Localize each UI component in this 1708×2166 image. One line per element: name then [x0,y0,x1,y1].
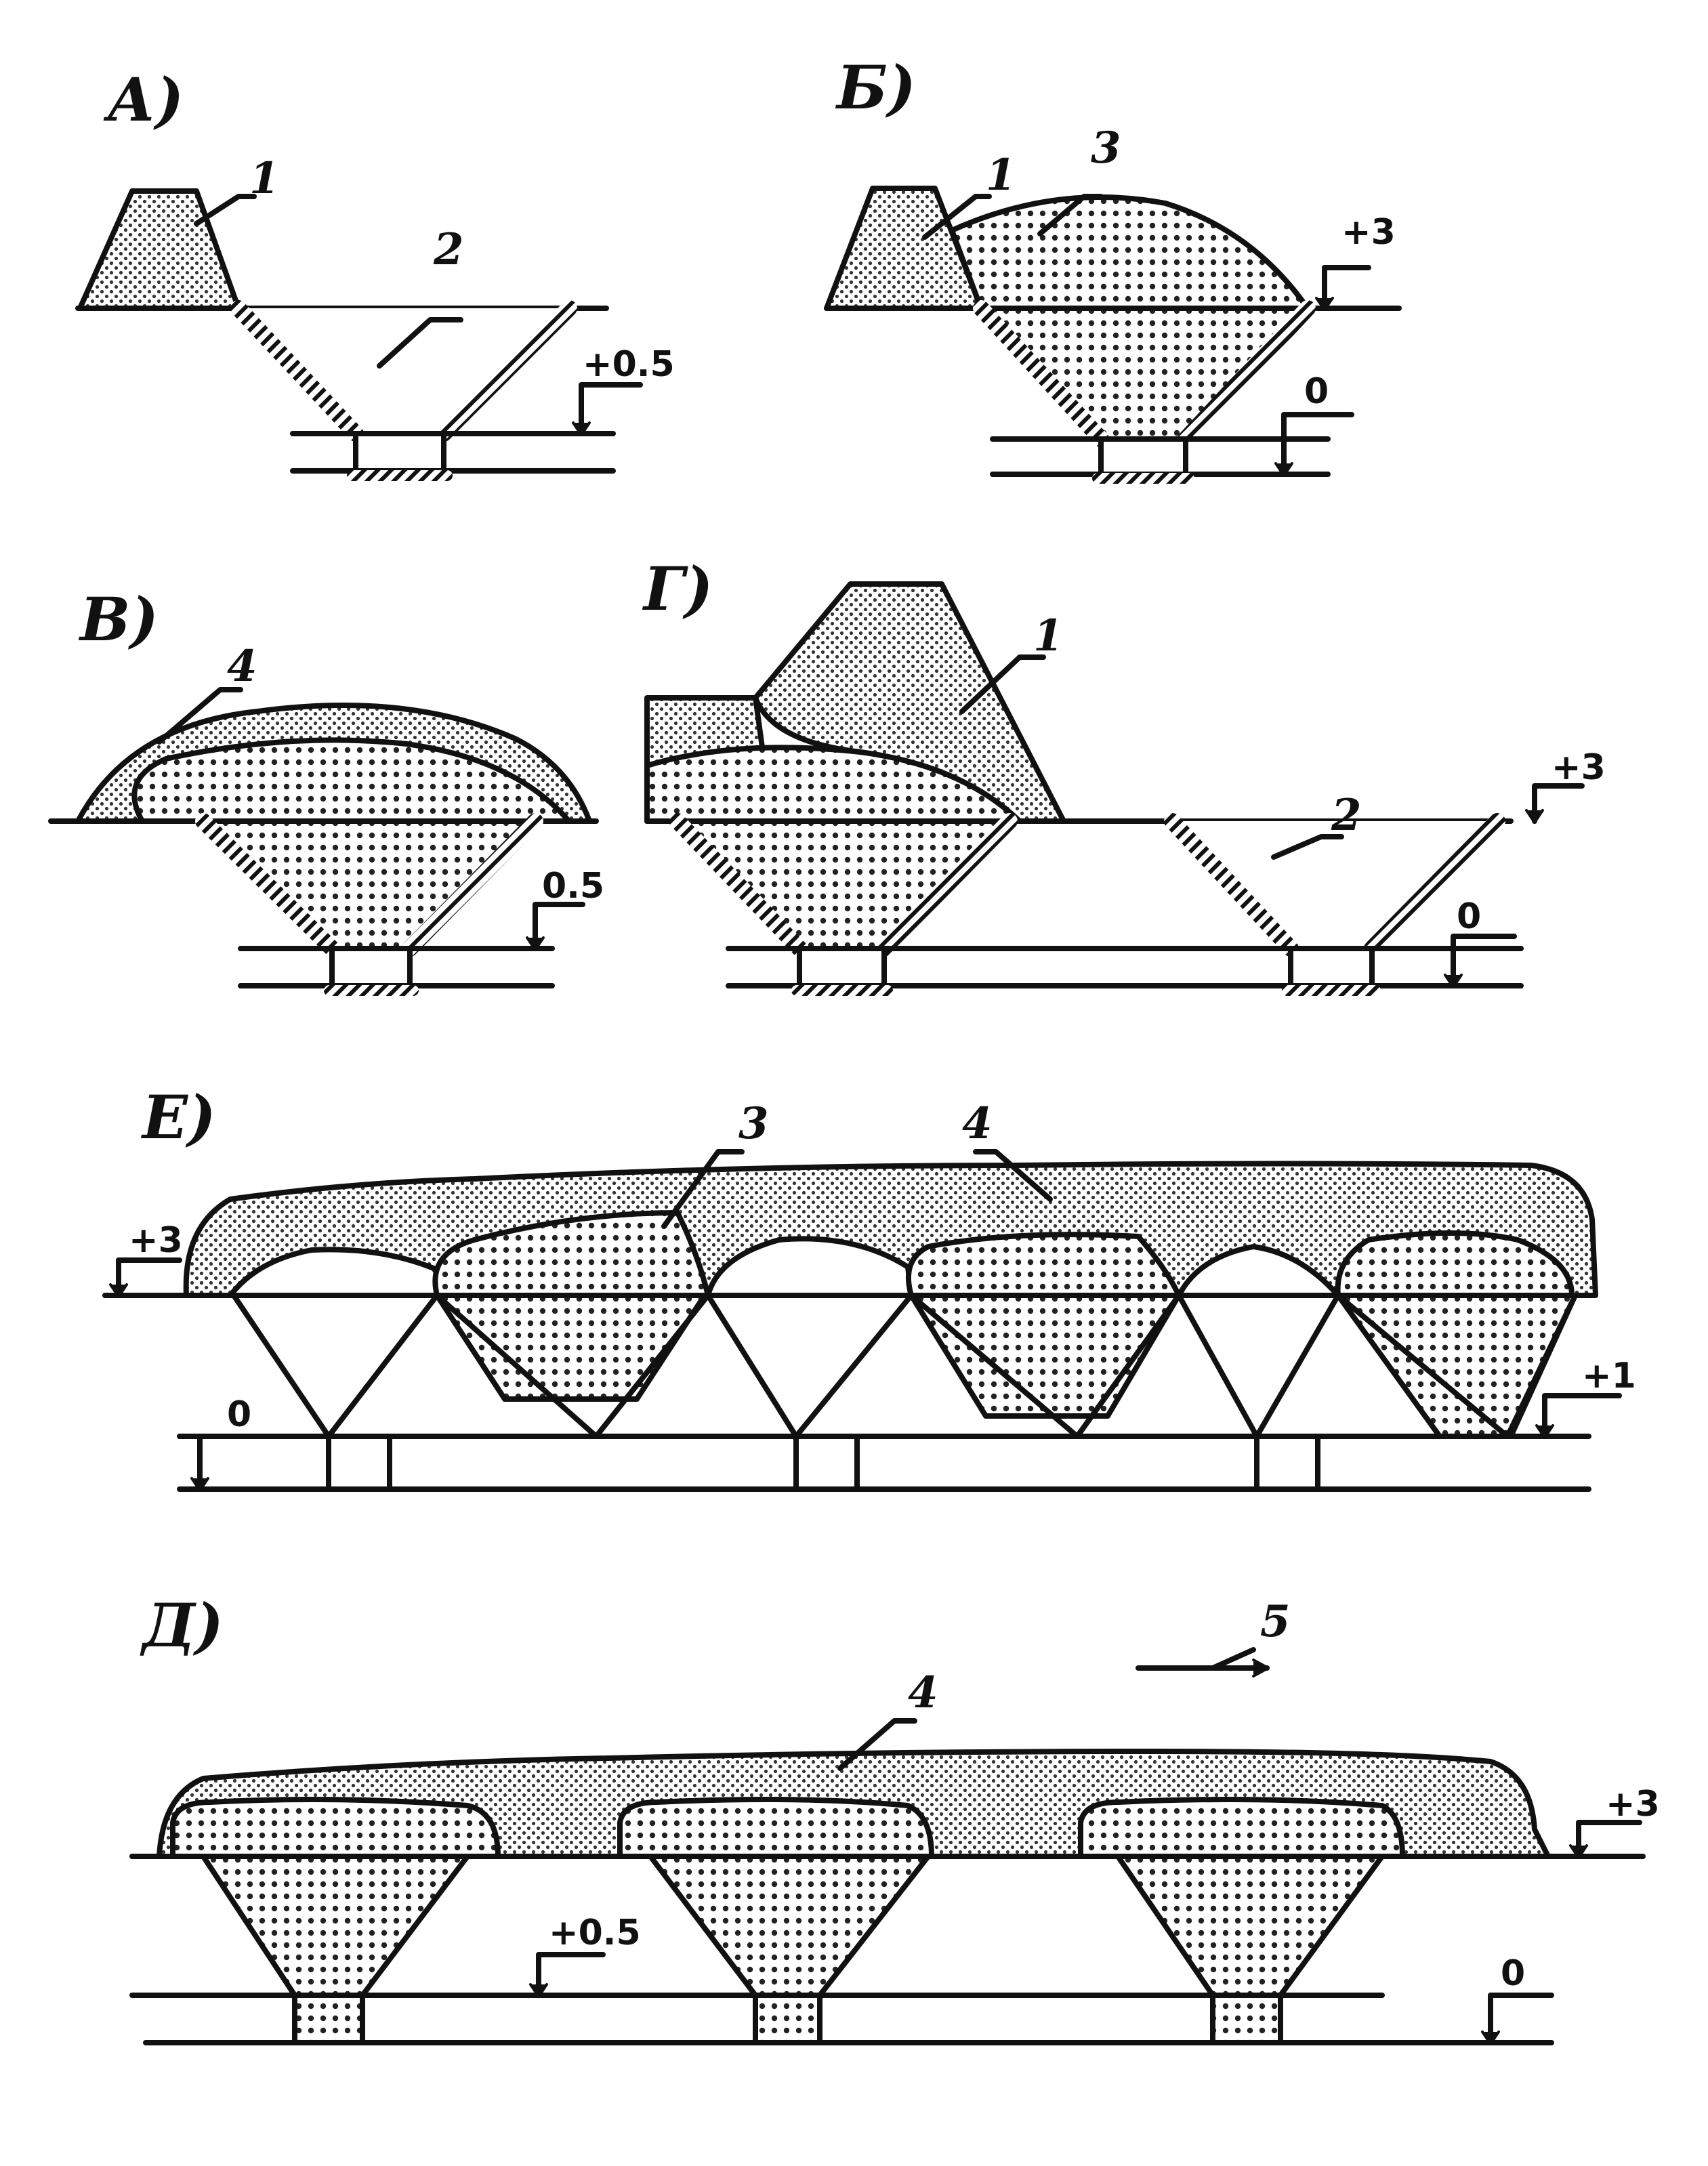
panel-v-callout-4: 4 [227,641,257,692]
elevation-mark [1488,1993,1554,2045]
mound-1 [228,1247,457,1298]
elevation-mark [579,382,643,436]
panel-e-elevation-top: +3 [129,1220,183,1261]
panel-a-elevation: +0.5 [583,344,675,385]
cap-3 [1078,1797,1405,1859]
panel-d-callout-5: 5 [1260,1596,1291,1647]
panel-b [824,186,1402,484]
pipe [1288,946,1375,988]
callout-leader [973,1149,1053,1202]
panel-d-elevation-mid: +0.5 [549,1913,641,1953]
callout-leader [837,1718,917,1771]
elevation-mark [1542,1393,1622,1439]
mound [949,194,1310,311]
pipe [793,1434,860,1492]
mound-6 [1335,1230,1575,1298]
callout-leader [157,687,243,745]
panel-d [129,1647,1646,2045]
pipe [1210,1993,1283,2045]
trench-fill-1 [201,1854,470,1998]
panel-g [644,581,1585,996]
panel-v [48,687,599,996]
panel-a [75,188,643,481]
panel-e-label: Е) [140,1082,216,1152]
panel-d-elevation-top: +3 [1606,1784,1660,1825]
cap-2 [617,1797,934,1859]
panel-e-elevation-right: +1 [1582,1356,1636,1396]
pipe [329,946,413,988]
pipe [753,1993,822,2045]
panel-d-callout-4: 4 [908,1667,938,1718]
panel-g-elevation-top: +3 [1551,747,1606,788]
callout-leader [959,654,1046,714]
panel-a-callout-1: 1 [249,153,280,204]
pipe [797,946,887,988]
callout-leader [1037,194,1104,236]
elevation-mark [1451,934,1517,988]
pipe [326,1434,392,1492]
panel-e [102,1149,1622,1492]
mound-2 [432,1210,711,1298]
callout-leader [922,194,992,240]
trench-fill-4 [909,1293,1182,1419]
elevation-mark [197,1434,280,1492]
panel-b-elevation-top: +3 [1341,212,1396,253]
labels: А) 1 2 +0.5 Б) 1 3 +3 0 В) 4 0.5 Г) 1 2 … [78,52,1660,1994]
elevation-mark [116,1257,182,1298]
mound-4 [905,1232,1182,1298]
panel-a-callout-2: 2 [433,224,464,275]
panel-e-callout-3: 3 [738,1098,769,1149]
pipe [292,1993,365,2045]
pipe [353,431,446,474]
callout-leader [194,194,257,226]
elevation-mark [1532,783,1585,824]
pipe [1098,436,1188,477]
mound-5 [1176,1244,1341,1298]
panel-g-callout-2: 2 [1331,790,1362,841]
elevation-mark [533,902,585,951]
panel-d-elevation-zero: 0 [1501,1953,1525,1994]
panel-v-label: В) [78,584,159,654]
panel-g-elevation-bottom: 0 [1457,896,1481,937]
callout-leader [377,317,463,369]
panel-v-elevation: 0.5 [542,866,604,907]
elevation-mark [1281,412,1354,477]
callout-leader [661,1149,745,1229]
panel-b-callout-1: 1 [986,150,1016,201]
elevation-mark [1576,1820,1642,1859]
slope-lines [231,1293,1578,1439]
spoil-pile [753,581,1066,824]
panel-g-label: Г) [642,554,713,624]
panel-e-elevation-zero: 0 [227,1394,251,1435]
trench-fill-3 [1115,1854,1385,1998]
pipe [1254,1434,1320,1492]
callout-leader [1271,834,1344,860]
panel-d-label: Д) [140,1590,224,1661]
trench-fill-2 [648,1854,931,1998]
backfill [201,818,538,951]
elevation-mark [536,1952,606,1998]
panel-a-label: А) [103,64,184,135]
panel-e-callout-4: 4 [962,1098,993,1149]
cap-1 [170,1797,501,1859]
panel-g-callout-1: 1 [1033,610,1064,661]
mound-3 [705,1236,914,1298]
inner-mound [131,737,572,824]
panel-b-elevation-bottom: 0 [1304,371,1329,412]
panel-b-callout-3: 3 [1091,123,1121,173]
panel-b-label: Б) [835,52,916,123]
